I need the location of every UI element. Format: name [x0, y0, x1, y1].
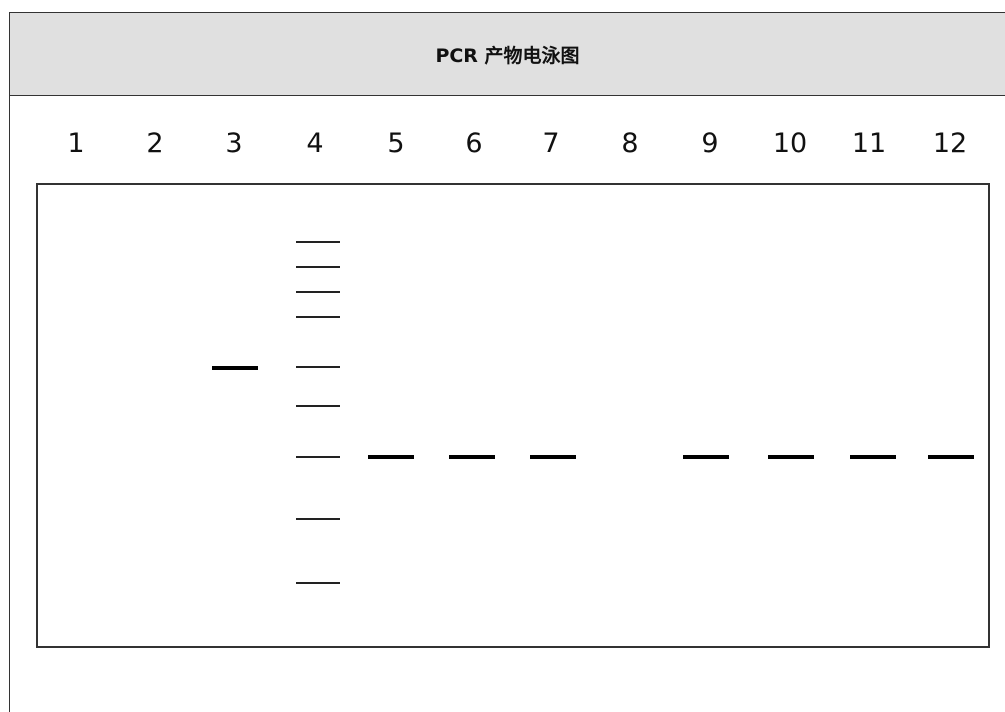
- lane-label-1: 1: [67, 128, 85, 159]
- ladder-band: [296, 518, 340, 520]
- lane-label-8: 8: [621, 128, 639, 159]
- lane-label-2: 2: [146, 128, 164, 159]
- band-lane-6: [449, 455, 495, 459]
- ladder-band: [296, 366, 340, 368]
- band-lane-3: [212, 366, 258, 370]
- band-lane-10: [768, 455, 814, 459]
- title-bar: PCR 产物电泳图: [10, 13, 1005, 96]
- ladder-band: [296, 405, 340, 407]
- ladder-band: [296, 291, 340, 293]
- ladder-band: [296, 266, 340, 268]
- lane-label-11: 11: [851, 128, 887, 159]
- band-lane-11: [850, 455, 896, 459]
- ladder-band: [296, 582, 340, 584]
- ladder-band: [296, 456, 340, 458]
- band-lane-5: [368, 455, 414, 459]
- gel-panel: [36, 183, 990, 648]
- lane-label-9: 9: [701, 128, 719, 159]
- figure-title: PCR 产物电泳图: [435, 44, 580, 67]
- band-lane-12: [928, 455, 974, 459]
- lane-label-7: 7: [542, 128, 560, 159]
- band-lane-7: [530, 455, 576, 459]
- figure-frame: [9, 12, 1005, 712]
- lane-label-3: 3: [225, 128, 243, 159]
- lane-label-5: 5: [387, 128, 405, 159]
- band-lane-9: [683, 455, 729, 459]
- ladder-band: [296, 316, 340, 318]
- lane-label-10: 10: [772, 128, 808, 159]
- lane-label-4: 4: [306, 128, 324, 159]
- lane-label-6: 6: [465, 128, 483, 159]
- ladder-band: [296, 241, 340, 243]
- lane-label-12: 12: [932, 128, 968, 159]
